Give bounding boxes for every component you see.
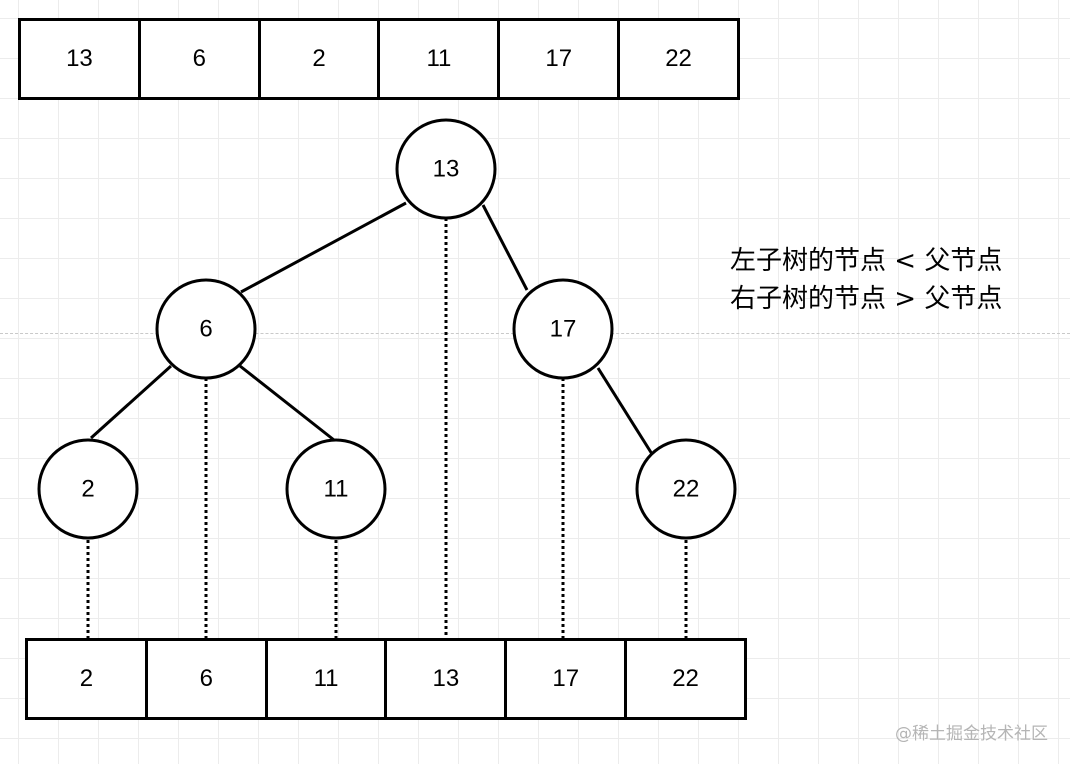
array-cell: 13: [384, 641, 504, 717]
tree-node-label: 22: [673, 476, 700, 503]
array-cell: 22: [617, 21, 737, 97]
tree-edge: [240, 201, 407, 294]
tree-node: 11: [285, 438, 387, 540]
array-cell: 17: [504, 641, 624, 717]
tree-edge: [596, 367, 654, 455]
array-cell: 6: [144, 641, 265, 717]
tree-node-label: 6: [199, 316, 212, 343]
array-cell: 13: [66, 45, 93, 72]
tree-node-label: 13: [433, 156, 460, 183]
tree-node-label: 17: [550, 316, 577, 343]
bst-rule-right: 右子树的节点 > 父节点: [730, 284, 1003, 314]
tree-node: 13: [395, 118, 497, 220]
tree-edge: [239, 364, 335, 442]
tree-node-label: 11: [324, 476, 349, 503]
sorted-array: 2 6 11 13 17 22: [25, 638, 747, 720]
array-cell: 11: [264, 641, 385, 717]
tree-node: 6: [155, 278, 257, 380]
bst-rule-left: 左子树的节点 < 父节点: [730, 246, 1003, 276]
tree-node: 22: [635, 438, 737, 540]
array-cell: 11: [377, 21, 497, 97]
array-cell: 17: [497, 21, 617, 97]
tree-edge: [89, 364, 173, 440]
tree-node: 2: [37, 438, 139, 540]
array-cell: 22: [624, 641, 744, 717]
watermark: @稀土掘金技术社区: [895, 724, 1048, 744]
array-cell: 2: [79, 665, 94, 692]
array-cell: 6: [137, 21, 258, 97]
tree-node: 17: [512, 278, 614, 380]
array-cell: 2: [257, 21, 378, 97]
tree-node-label: 2: [81, 476, 94, 503]
unsorted-array: 13 6 2 11 17 22: [18, 18, 740, 100]
tree-edge: [481, 204, 529, 291]
